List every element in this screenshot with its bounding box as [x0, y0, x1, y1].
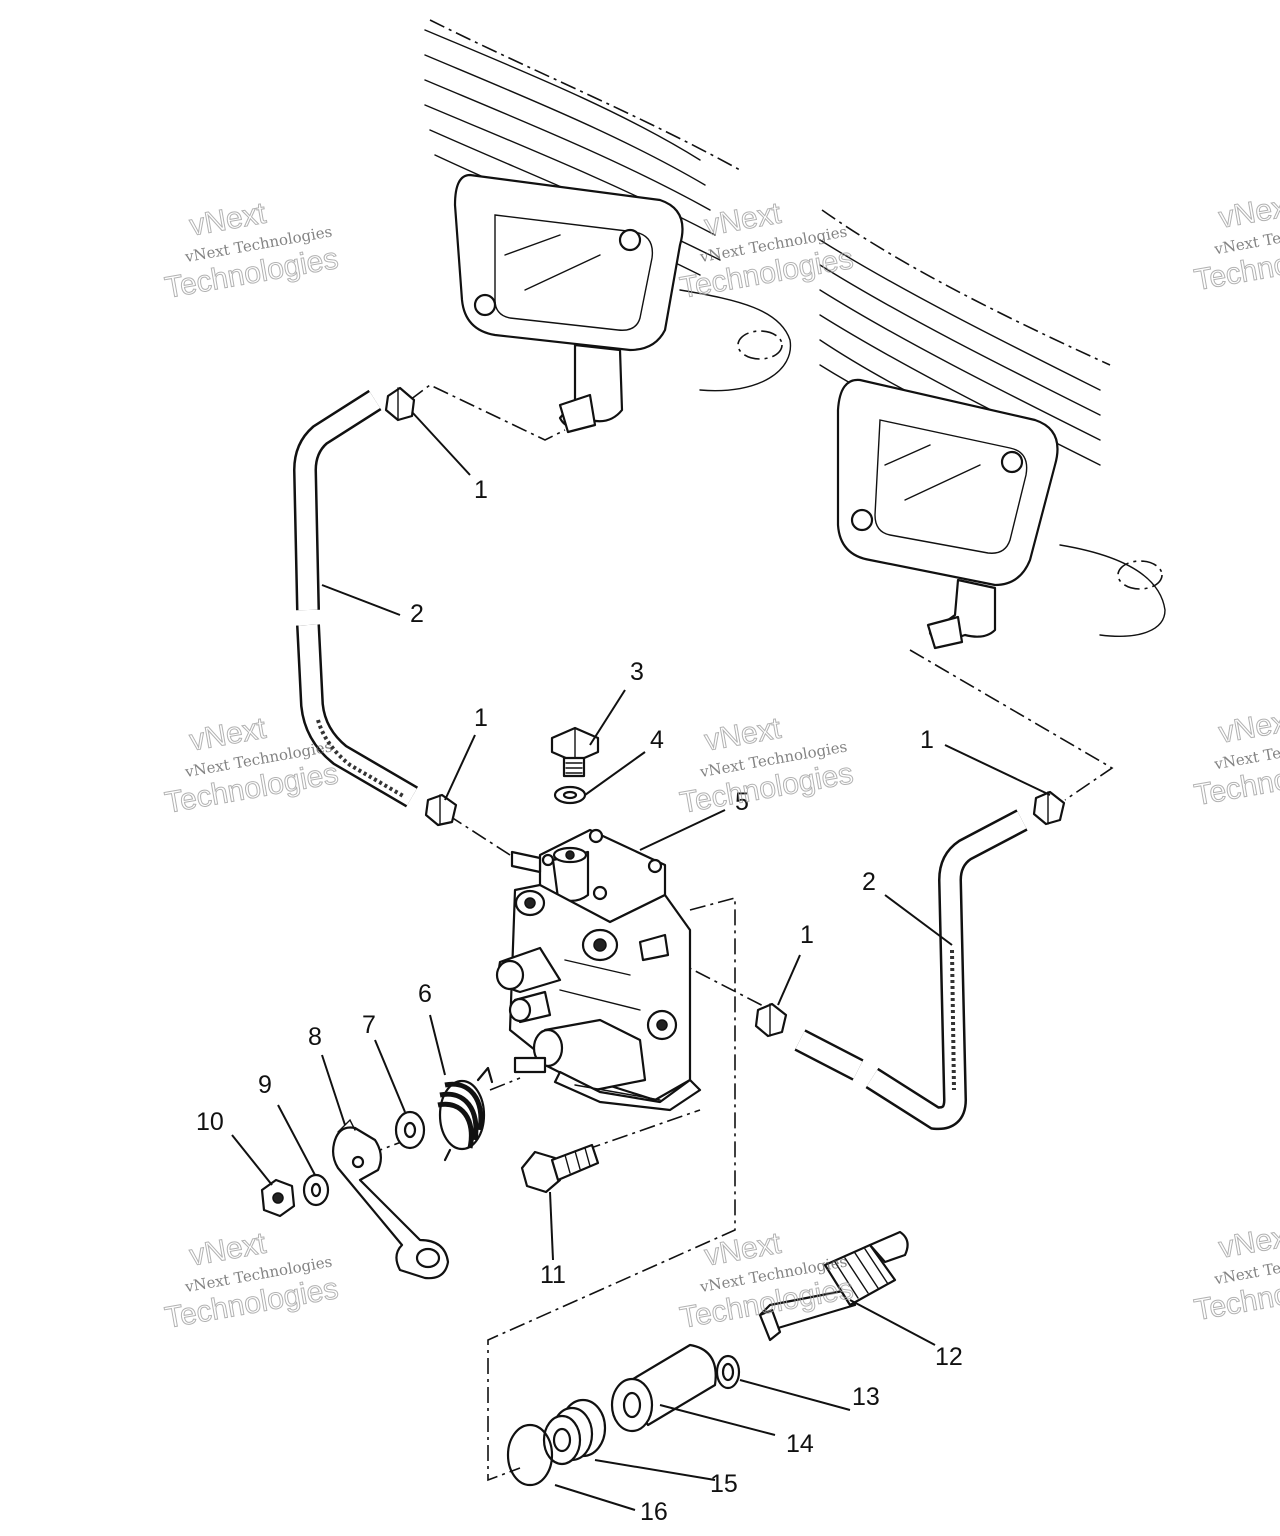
hose-clamp-mid-left: [424, 793, 458, 827]
callout-1-mid: 1: [474, 704, 488, 732]
watermark-mid-center: vNext vNext Technologies Technologies: [677, 711, 856, 820]
callout-labels: 1 1 1 1 2 2 3 4 5 6 7 8 9 10 11 12 13 14…: [196, 476, 963, 1526]
watermark-top-center: vNext vNext Technologies Technologies: [677, 196, 856, 305]
callout-7: 7: [362, 1011, 376, 1039]
callout-10: 10: [196, 1108, 224, 1136]
flat-washer: [394, 1110, 426, 1150]
watermark-bottom-center: vNext vNext Technologies Technologies: [677, 1226, 856, 1335]
callout-14: 14: [786, 1430, 814, 1458]
callout-15: 15: [710, 1470, 738, 1498]
pump-control-lever: [331, 1118, 450, 1280]
callout-2-right: 2: [862, 868, 876, 896]
callout-16: 16: [640, 1498, 668, 1526]
callout-9: 9: [258, 1071, 272, 1099]
svg-text:vNext: vNext: [1216, 1219, 1280, 1265]
return-spring: [437, 1066, 494, 1162]
svg-text:vNext: vNext: [1216, 704, 1280, 750]
hose-clamp-right-top: [1032, 790, 1066, 826]
hose-clamp-right-lower: [754, 1002, 788, 1038]
sealing-washer: [553, 785, 587, 805]
callout-2-left: 2: [410, 600, 424, 628]
watermark-top-left: vNext vNext Technologies Technologies: [162, 196, 341, 305]
watermark-bottom-left: vNext vNext Technologies Technologies: [162, 1226, 341, 1335]
right-cylinder: [819, 209, 1166, 650]
svg-text:vNext: vNext: [1216, 189, 1280, 235]
oil-pump-body: [495, 828, 702, 1112]
small-o-ring: [715, 1354, 741, 1390]
drive-bushing: [610, 1343, 717, 1433]
callout-5: 5: [735, 788, 749, 816]
watermark-top-right: vNext vNext Technologies Technologies: [1191, 188, 1280, 297]
callout-1-lower: 1: [800, 921, 814, 949]
left-oil-hose: [292, 389, 419, 808]
drive-gear-shaft: [758, 1230, 909, 1342]
right-oil-hose: [794, 809, 1028, 1131]
callout-1-right: 1: [920, 726, 934, 754]
lock-washer: [302, 1173, 330, 1207]
callout-8: 8: [308, 1023, 322, 1051]
callout-13: 13: [852, 1383, 880, 1411]
callout-4: 4: [650, 726, 664, 754]
callout-6: 6: [418, 980, 432, 1008]
left-cylinder: [424, 19, 792, 434]
callout-1-top: 1: [474, 476, 488, 504]
hex-nut: [260, 1178, 296, 1218]
callout-3: 3: [630, 658, 644, 686]
callout-11: 11: [540, 1261, 566, 1289]
hose-clamp-top-left: [384, 386, 416, 422]
watermark-mid-right: vNext vNext Technologies Technologies: [1191, 703, 1280, 812]
compression-spring: [542, 1398, 607, 1466]
mounting-bolt: [520, 1143, 600, 1194]
large-o-ring: [506, 1423, 554, 1487]
banjo-bolt: [550, 726, 600, 778]
callout-12: 12: [935, 1343, 963, 1371]
watermark-bottom-right: vNext vNext Technologies Technologies: [1191, 1218, 1280, 1327]
leader-lines: [231, 411, 1051, 1511]
